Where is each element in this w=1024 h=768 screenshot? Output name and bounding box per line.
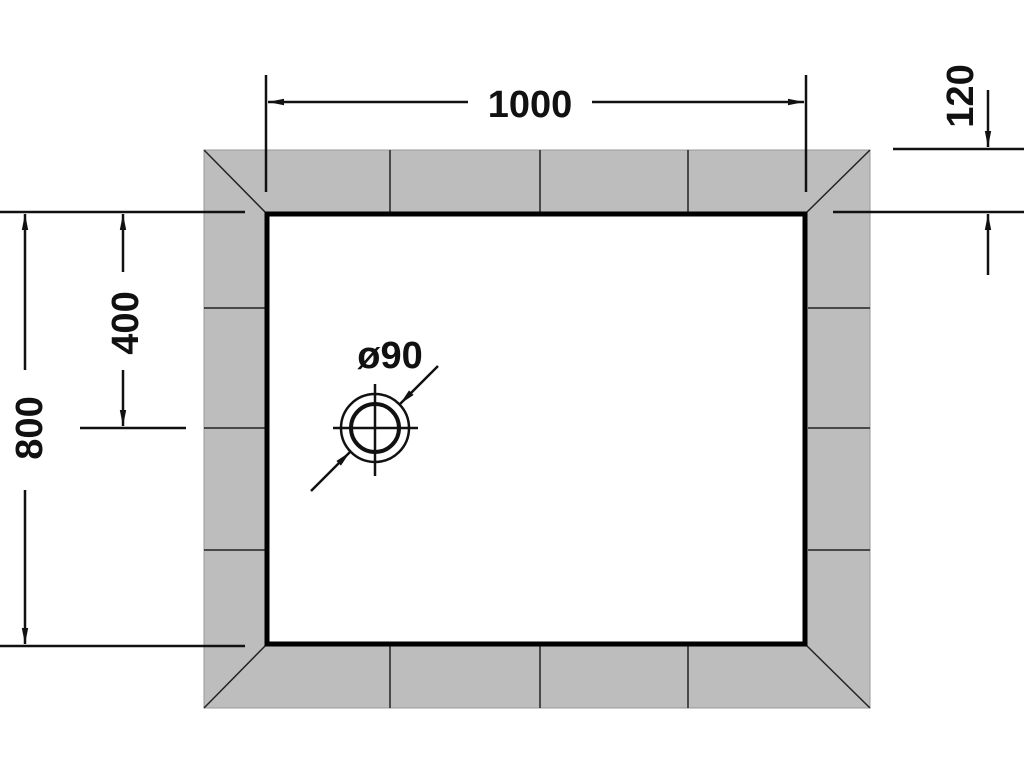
drain-offset-dimension: 400 bbox=[80, 214, 186, 430]
width-label: 1000 bbox=[488, 84, 573, 126]
depth-dimension: 800 bbox=[0, 210, 245, 648]
depth-label: 800 bbox=[9, 396, 51, 459]
rim-width-label: 120 bbox=[940, 64, 982, 127]
drain-offset-label: 400 bbox=[105, 291, 147, 354]
width-dimension: 1000 bbox=[264, 75, 808, 192]
rim-width-dimension: 120 bbox=[833, 64, 1024, 275]
rim-tile-joints bbox=[203, 149, 871, 709]
drain-diameter-label: ø90 bbox=[357, 335, 422, 377]
drain: ø90 bbox=[310, 335, 439, 492]
